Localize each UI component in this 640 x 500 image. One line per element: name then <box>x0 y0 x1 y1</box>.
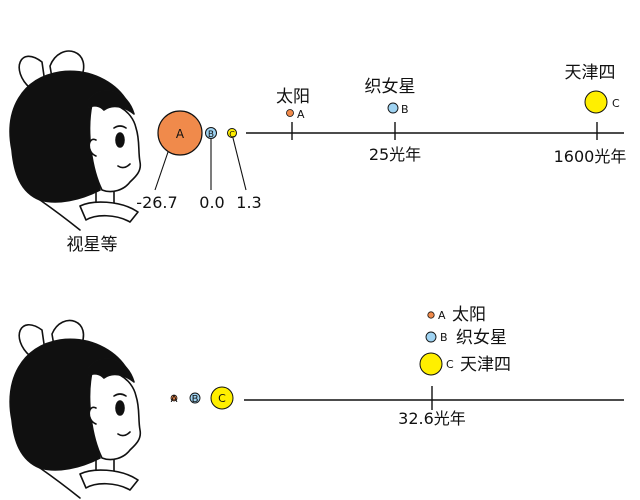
deneb-letter-top: C <box>612 97 620 110</box>
collar <box>79 469 139 491</box>
sun-name-bottom: 太阳 <box>452 305 486 325</box>
sun-letter-bottom: A <box>438 309 446 322</box>
deneb-name-bottom: 天津四 <box>460 355 511 375</box>
mouth <box>117 431 131 437</box>
magnitude-c: 1.3 <box>236 193 261 212</box>
near-dot-b-label: B <box>208 130 214 140</box>
near-dot-b-bottom-label: B <box>192 394 199 405</box>
near-dot-c <box>227 128 237 138</box>
deneb-dot-bottom <box>419 352 443 376</box>
near-dot-a-label: A <box>176 127 185 141</box>
deneb-distance-top: 1600光年 <box>554 147 627 166</box>
vega-dot-top <box>387 102 399 114</box>
girl-figure-bottom <box>9 319 142 499</box>
top-panel: A B C -26.7 0.0 1.3 视星等 太阳 A 织女星 B 25光年 … <box>9 50 627 255</box>
vega-letter-bottom: B <box>440 331 448 344</box>
vega-letter-top: B <box>401 103 409 116</box>
shoulder <box>39 199 81 231</box>
sun-dot-bottom <box>427 311 435 319</box>
near-dot-a-bottom <box>170 394 178 402</box>
face <box>88 369 142 461</box>
near-dot-a-bottom-label: A <box>171 394 178 405</box>
eyebrow <box>113 125 127 129</box>
mouth <box>117 163 131 169</box>
face <box>88 101 142 193</box>
ear <box>88 138 97 157</box>
leader-a <box>154 151 169 191</box>
near-dot-b-bottom <box>189 392 201 404</box>
deneb-dot-top <box>584 90 608 114</box>
sun-dot-top <box>286 109 294 117</box>
eye <box>115 132 125 148</box>
eye <box>115 400 125 416</box>
bottom-panel: A B C 32.6光年 A 太阳 B 织女星 C 天津四 <box>9 305 624 499</box>
near-dot-a <box>157 110 203 156</box>
near-dot-c-bottom-label: C <box>218 392 226 405</box>
sun-name-top: 太阳 <box>276 87 310 107</box>
leader-c <box>232 137 247 191</box>
girl-figure-top <box>9 50 142 231</box>
near-dot-c-bottom <box>210 386 234 410</box>
vega-distance-top: 25光年 <box>369 145 421 164</box>
magnitude-a: -26.7 <box>136 193 177 212</box>
hair-bangs <box>87 89 135 115</box>
shoulder <box>39 467 81 499</box>
ear <box>88 406 97 425</box>
vega-name-top: 织女星 <box>365 77 416 97</box>
vega-dot-bottom <box>425 331 437 343</box>
deneb-name-top: 天津四 <box>565 63 616 83</box>
near-dot-c-label: C <box>229 130 235 139</box>
eyebrow <box>113 393 127 397</box>
magnitude-b: 0.0 <box>199 193 224 212</box>
common-distance: 32.6光年 <box>398 409 466 428</box>
magnitude-label: 视星等 <box>67 235 118 255</box>
vega-name-bottom: 织女星 <box>456 328 507 348</box>
deneb-letter-bottom: C <box>446 358 454 371</box>
near-dot-b <box>205 127 217 139</box>
sun-letter-top: A <box>297 108 305 121</box>
hair-bangs <box>87 357 135 383</box>
collar <box>79 201 139 223</box>
